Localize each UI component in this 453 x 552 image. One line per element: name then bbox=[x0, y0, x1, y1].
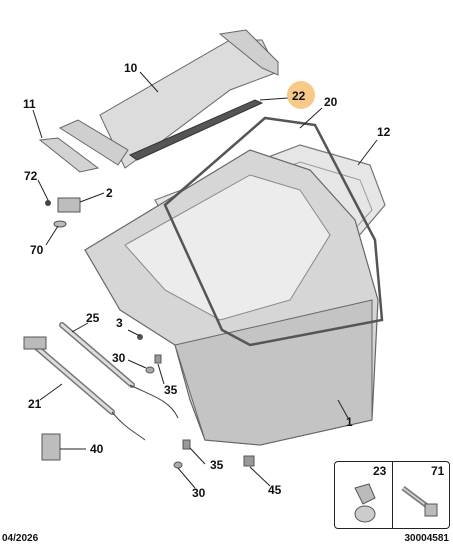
footer-reference: 30004581 bbox=[404, 533, 450, 544]
callout-10: 10 bbox=[124, 61, 138, 75]
callout-3: 3 bbox=[116, 316, 123, 330]
callout-30-upper: 30 bbox=[112, 351, 126, 365]
gas-strut-part[interactable] bbox=[59, 322, 179, 419]
callout-21: 21 bbox=[28, 397, 42, 411]
inset-divider bbox=[392, 462, 393, 528]
callout-2: 2 bbox=[106, 186, 113, 200]
bracket-part[interactable] bbox=[41, 433, 61, 461]
fasteners[interactable] bbox=[137, 334, 255, 469]
callout-30-lower: 30 bbox=[192, 486, 206, 500]
strut-rod-part[interactable] bbox=[23, 336, 146, 441]
fastener-inset: 23 71 bbox=[334, 461, 450, 529]
tailgate-part[interactable] bbox=[84, 149, 379, 446]
trim-part[interactable] bbox=[38, 137, 100, 173]
hinge-part[interactable] bbox=[45, 197, 81, 228]
tailgate-seal-part[interactable] bbox=[163, 116, 384, 347]
leader-lines bbox=[32, 71, 378, 489]
clip-23-icon bbox=[354, 483, 376, 523]
callout-45: 45 bbox=[268, 483, 282, 497]
callout-72: 72 bbox=[24, 169, 38, 183]
callout-11: 11 bbox=[23, 97, 36, 111]
footer-date: 04/2026 bbox=[2, 533, 39, 544]
callout-25: 25 bbox=[86, 311, 100, 325]
callout-35-upper: 35 bbox=[164, 383, 178, 397]
seal-strip-part[interactable] bbox=[128, 99, 264, 161]
inset-label-71: 71 bbox=[431, 464, 445, 478]
spoiler-part[interactable] bbox=[58, 29, 279, 169]
callout-40: 40 bbox=[90, 442, 104, 456]
highlight-marker bbox=[287, 81, 315, 109]
screw-71-icon bbox=[401, 486, 438, 517]
callout-70: 70 bbox=[30, 243, 44, 257]
inset-label-23: 23 bbox=[373, 464, 387, 478]
callout-35-lower: 35 bbox=[210, 458, 224, 472]
callout-22: 22 bbox=[292, 89, 306, 103]
callout-20: 20 bbox=[324, 95, 338, 109]
callout-1: 1 bbox=[346, 415, 353, 429]
callout-12: 12 bbox=[377, 125, 391, 139]
